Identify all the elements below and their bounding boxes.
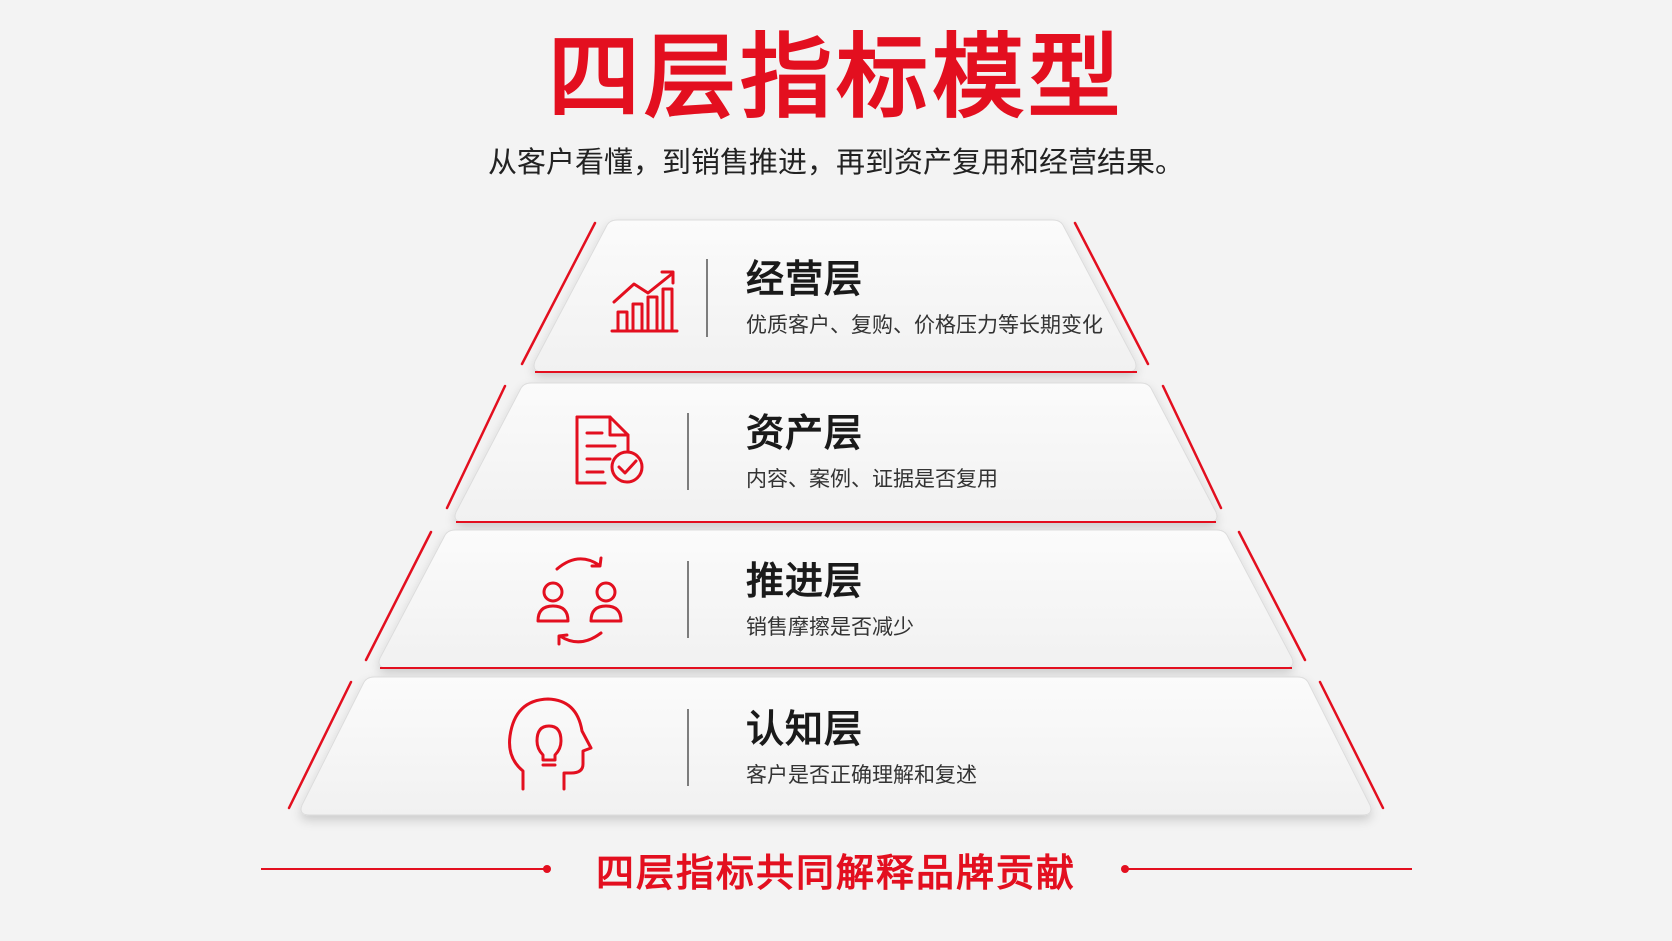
page-title: 四层指标模型 xyxy=(547,24,1124,131)
outline-left-tier-1 xyxy=(520,221,597,366)
head-lightbulb-icon xyxy=(508,697,593,791)
layer-name: 认知层 xyxy=(746,707,864,751)
pyramid-outline xyxy=(287,221,1385,810)
layer-text-cognition: 认知层 客户是否正确理解和复述 xyxy=(746,705,977,789)
layer-desc: 内容、案例、证据是否复用 xyxy=(746,467,998,491)
outline-left-tier-2 xyxy=(445,384,507,510)
layer-card-3 xyxy=(378,529,1294,669)
layer-desc: 客户是否正确理解和复述 xyxy=(746,763,977,787)
layer-name: 推进层 xyxy=(746,559,864,603)
outline-right-tier-2 xyxy=(1161,384,1223,510)
outline-left-tier-4 xyxy=(287,680,353,810)
outline-left-tier-3 xyxy=(364,530,433,662)
outline-right-tier-1 xyxy=(1073,221,1150,366)
chart-growth-icon xyxy=(610,270,679,333)
layer-card-2 xyxy=(454,382,1218,523)
layer-desc: 优质客户、复购、价格压力等长期变化 xyxy=(746,313,1103,337)
layer-name: 资产层 xyxy=(746,411,864,455)
footer-caption: 四层指标共同解释品牌贡献 xyxy=(595,851,1076,895)
layer-text-promotion: 推进层 销售摩擦是否减少 xyxy=(746,557,914,641)
layer-card-shape xyxy=(300,676,1372,816)
layer-card-4 xyxy=(300,676,1372,816)
outline-right-tier-3 xyxy=(1237,530,1307,662)
layer-name: 经营层 xyxy=(746,257,864,301)
outline-right-tier-4 xyxy=(1318,680,1385,810)
layer-text-asset: 资产层 内容、案例、证据是否复用 xyxy=(746,409,998,493)
layer-desc: 销售摩擦是否减少 xyxy=(746,615,914,639)
layer-text-economic: 经营层 优质客户、复购、价格压力等长期变化 xyxy=(746,255,1103,339)
people-exchange-icon xyxy=(536,556,623,646)
layer-card-1 xyxy=(533,219,1137,373)
page-subtitle: 从客户看懂，到销售推进，再到资产复用和经营结果。 xyxy=(487,145,1184,179)
document-check-icon xyxy=(575,415,644,485)
